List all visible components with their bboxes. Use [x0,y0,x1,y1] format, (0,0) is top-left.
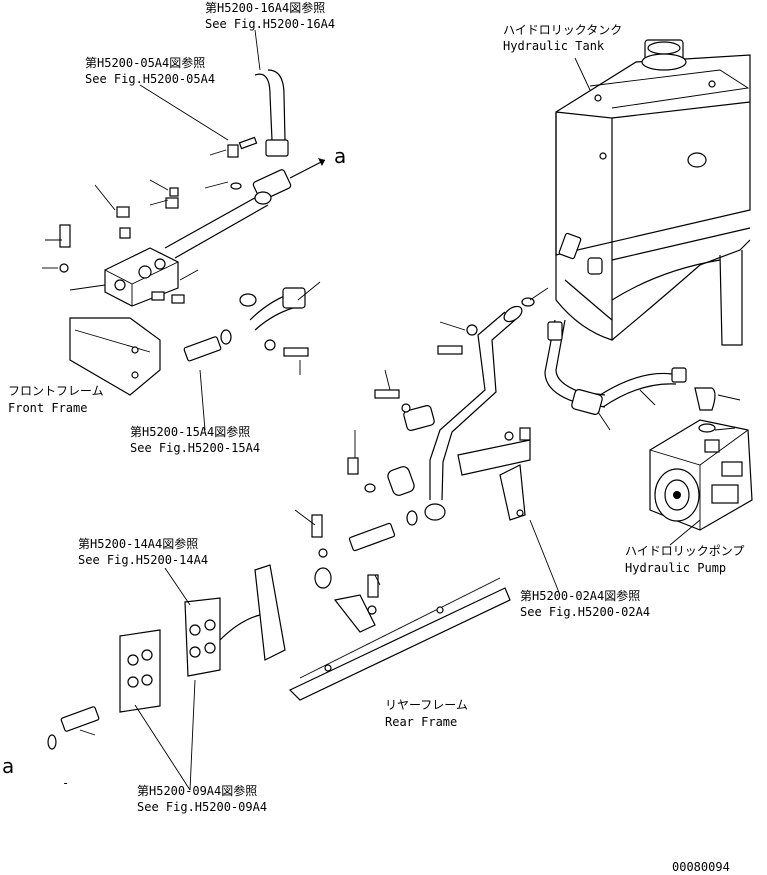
ref-09-jp: 第H5200-09A4図参照 [137,783,257,798]
ref-05-jp: 第H5200-05A4図参照 [85,55,205,70]
hose-15A4 [183,287,309,362]
pump-label-en: Hydraulic Pump [625,561,726,575]
fasteners-center [347,297,535,496]
figure-number: 00080094 [672,860,730,874]
rear-frame-label-jp: リヤーフレーム [385,698,468,712]
pump-label-jp: ハイドロリックポンプ [625,544,744,558]
ref-09-en: See Fig.H5200-09A4 [137,800,267,814]
ref-15-en: See Fig.H5200-15A4 [130,441,260,455]
front-frame-label-en: Front Frame [8,401,87,415]
main-pipe [403,305,531,521]
tank-label-jp: ハイドロリックタンク [503,23,622,37]
valve-block [69,69,326,396]
front-frame-label-jp: フロントフレーム [8,384,104,398]
ref-05-en: See Fig.H5200-05A4 [85,72,215,86]
leader-lines [42,29,741,791]
ref-14-en: See Fig.H5200-14A4 [78,553,208,567]
hose-lower [311,510,418,633]
hydraulic-pump [649,419,753,531]
connector-a-bottom: a [2,754,14,778]
ref-16-en: See Fig.H5200-16A4 [205,17,335,31]
ref-02-jp: 第H5200-02A4図参照 [520,588,640,603]
connector-a-top: a [334,144,346,168]
pipe-blocks [47,564,286,750]
tank-label-en: Hydraulic Tank [503,39,605,53]
rear-frame-label-en: Rear Frame [385,715,457,729]
ref-15-jp: 第H5200-15A4図参照 [130,424,250,439]
ref-16-jp: 第H5200-16A4図参照 [205,0,325,15]
hydraulic-tank [555,39,751,346]
suction-hose [544,319,716,415]
dash-mark: - [62,776,69,790]
rear-frame [288,577,511,701]
fasteners-left [59,136,258,307]
ref-14-jp: 第H5200-14A4図参照 [78,536,198,551]
ref-02-en: See Fig.H5200-02A4 [520,605,650,619]
labels: 第H5200-16A4図参照 See Fig.H5200-16A4 第H5200… [2,0,744,874]
